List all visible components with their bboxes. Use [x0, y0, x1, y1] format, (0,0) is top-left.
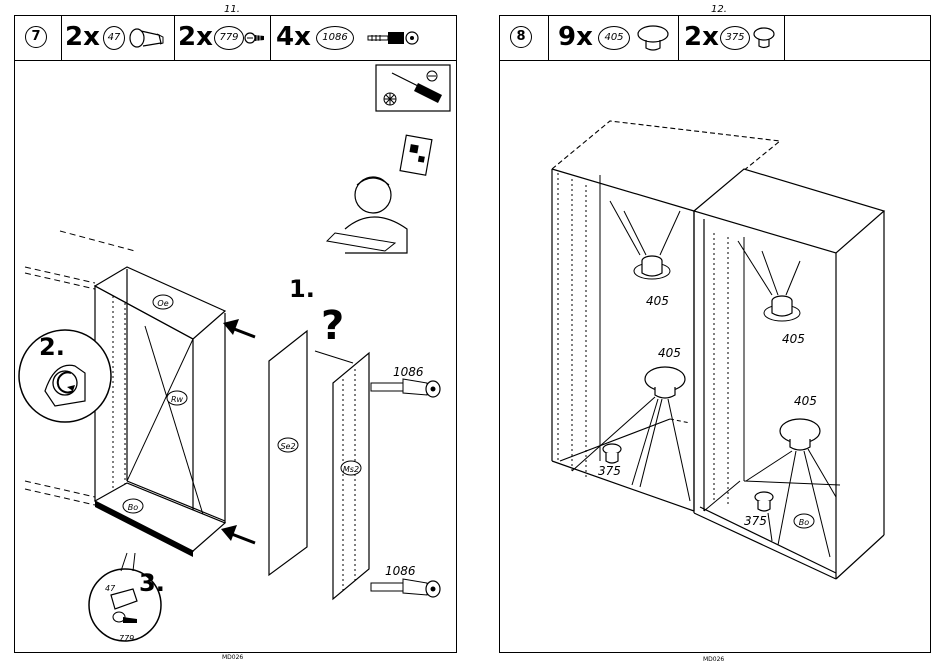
- left-parts-header: 7 2x 47 2x 779: [15, 16, 456, 61]
- left-instruction-frame: 7 2x 47 2x 779: [14, 15, 457, 653]
- detail-label-779: 779: [119, 634, 134, 643]
- bottom-panel-right-label: Bo: [799, 518, 809, 527]
- insert-arrow-bottom: [221, 525, 255, 543]
- step-number-cell: 8: [500, 16, 549, 60]
- part-quantity: 4x: [276, 22, 311, 52]
- top-panel-label: Oe: [157, 299, 168, 308]
- step-number-cell: 7: [15, 16, 62, 60]
- step-3-callout: 3.: [139, 569, 165, 597]
- dowel-connector-bottom: [371, 579, 440, 597]
- part-number-bubble: 779: [214, 26, 244, 50]
- screw-icon: [244, 27, 266, 49]
- insert-arrow-top: [223, 319, 255, 337]
- dowel-connector-icon: [366, 26, 426, 50]
- step-2-callout: 2.: [39, 333, 65, 361]
- plug-375-left: [603, 444, 621, 463]
- step-1-callout: 1.: [289, 275, 315, 303]
- right-page-number: 12.: [711, 4, 727, 15]
- top-panel: Oe: [95, 267, 225, 339]
- wardrobe-carcass-drawing: Oe Rw Bo: [15, 61, 456, 651]
- step-number: 8: [510, 26, 532, 48]
- detail-label-47: 47: [105, 584, 116, 593]
- part-cell-779: 2x 779: [174, 16, 271, 60]
- right-wardrobe: [694, 169, 884, 579]
- dowel-connector-top: [371, 379, 440, 397]
- cap-405-right-upper: [738, 241, 800, 321]
- panel-ms2-label: Ms2: [343, 465, 359, 474]
- plug-375-icon: [752, 26, 776, 52]
- bottom-panel-label: Bo: [128, 503, 138, 512]
- step-number: 7: [25, 26, 47, 48]
- side-panel-label: Rw: [171, 395, 184, 404]
- part-cell-375: 2x 375: [678, 16, 785, 60]
- cap-405-left-upper: [610, 201, 680, 279]
- screw-detail: [89, 553, 161, 641]
- dowel-label-bottom: 1086: [385, 564, 416, 578]
- part-quantity: 9x: [558, 22, 593, 52]
- part-cell-1086: 4x 1086: [270, 16, 456, 60]
- cap-405-icon: [636, 24, 670, 54]
- part-number-bubble: 47: [103, 26, 125, 50]
- right-instruction-frame: 8 9x 405 2x 375: [499, 15, 931, 653]
- left-page: 11. 7 2x 47 2x 779: [0, 0, 465, 667]
- panel-se2-label: Se2: [280, 442, 295, 451]
- label-405-left-upper: 405: [646, 294, 669, 308]
- left-page-number: 11.: [224, 4, 240, 15]
- measurement-arrow: [315, 351, 353, 363]
- panel-se2: Se2: [269, 331, 307, 575]
- left-footer-code: MD026: [222, 654, 243, 661]
- part-cell-405: 9x 405: [548, 16, 679, 60]
- panel-ms2: Ms2: [333, 353, 369, 599]
- question-mark: ?: [321, 303, 344, 349]
- right-footer-code: MD026: [703, 656, 724, 663]
- cam-lock-icon: [127, 23, 167, 53]
- part-number-bubble: 1086: [316, 26, 354, 50]
- part-quantity: 2x: [684, 22, 719, 52]
- cam-lock-detail: [19, 330, 111, 422]
- label-375-left: 375: [598, 464, 621, 478]
- right-parts-header: 8 9x 405 2x 375: [500, 16, 930, 61]
- label-405-right-lower: 405: [794, 394, 817, 408]
- label-405-right-upper: 405: [782, 332, 805, 346]
- label-375-right: 375: [744, 514, 767, 528]
- part-quantity: 2x: [178, 22, 213, 52]
- part-cell-47: 2x 47: [61, 16, 175, 60]
- dowel-label-top: 1086: [393, 365, 424, 379]
- part-number-bubble: 375: [720, 26, 750, 50]
- part-number-bubble: 405: [598, 26, 630, 50]
- bottom-panel-right: Bo: [794, 514, 814, 528]
- part-quantity: 2x: [65, 22, 100, 52]
- label-405-left-lower: 405: [658, 346, 681, 360]
- wardrobe-pair-drawing: 405 405 375: [500, 61, 930, 651]
- right-page: 12. 8 9x 405 2x 375: [485, 0, 950, 667]
